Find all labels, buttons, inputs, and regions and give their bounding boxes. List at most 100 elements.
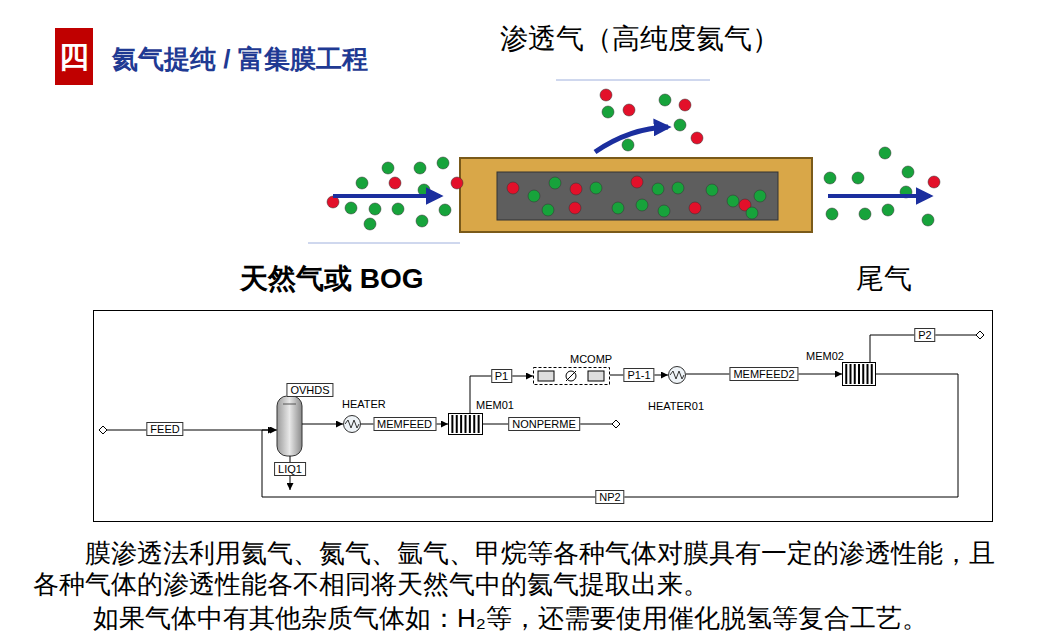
stream-label: MEMFEED2 xyxy=(729,367,798,381)
molecule-dot xyxy=(928,176,940,188)
flash-drum xyxy=(277,396,302,456)
stream-label: MEMFEED xyxy=(373,417,436,431)
stream-label: P2 xyxy=(914,328,935,342)
stream-label: FEED xyxy=(146,422,183,436)
mem-icon xyxy=(842,362,876,386)
molecule-dot xyxy=(636,199,648,211)
molecule-dot xyxy=(672,182,684,194)
molecule-dot xyxy=(622,139,634,151)
membrane-fiber xyxy=(478,415,480,433)
molecule-dot xyxy=(612,202,624,214)
gas-molecules xyxy=(327,89,940,230)
compressor-stage xyxy=(538,371,554,381)
body-text: 如果气体中有其他杂质气体如：H₂等，还需要使用催化脱氢等复合工艺。 xyxy=(93,603,928,633)
tube-core xyxy=(497,172,778,220)
compressor-cooler xyxy=(566,371,576,381)
molecule-dot xyxy=(356,177,368,189)
molecule-dot xyxy=(392,203,404,215)
molecule-dot xyxy=(859,208,871,220)
molecule-dot xyxy=(389,177,401,189)
unit-name: MEM01 xyxy=(476,399,514,412)
feed-label: 天然气或 BOG xyxy=(240,262,424,296)
ovhds-stream xyxy=(302,424,343,425)
membrane-fiber xyxy=(867,364,869,384)
drum-detail xyxy=(283,404,296,405)
molecule-dot xyxy=(902,166,914,178)
membrane-block: MEM02 xyxy=(842,362,876,386)
molecule-dot xyxy=(569,202,581,214)
membrane-tube xyxy=(460,158,812,232)
membrane-fiber xyxy=(845,364,847,384)
molecule-dot xyxy=(507,182,519,194)
membrane-shell xyxy=(449,414,483,435)
stream-label: OVHDS xyxy=(286,383,333,397)
molecule-dot xyxy=(658,205,670,217)
heater-block: HEATER01 xyxy=(668,366,686,384)
molecule-dot xyxy=(414,162,426,174)
stream-label: P1 xyxy=(491,369,512,383)
molecule-dot xyxy=(882,204,894,216)
molecule-dot xyxy=(439,204,451,216)
heater-shell xyxy=(669,367,686,384)
membrane-fiber xyxy=(871,364,873,384)
membrane-fiber xyxy=(460,415,462,433)
membrane-fiber xyxy=(456,415,458,433)
compressor-block: MCOMP xyxy=(533,367,610,385)
stream-label: LIQ1 xyxy=(274,462,306,476)
compressor-frame xyxy=(534,368,610,385)
rule-line xyxy=(308,243,460,244)
unit-name: HEATER01 xyxy=(648,400,704,413)
mem-icon xyxy=(448,413,483,435)
flowsheet xyxy=(94,311,993,522)
molecule-dot xyxy=(451,177,463,189)
molecule-dot xyxy=(528,190,540,202)
molecule-dot xyxy=(369,203,381,215)
molecule-dot xyxy=(631,176,643,188)
flow-arrows xyxy=(308,80,930,243)
heater-block: HEATER xyxy=(343,415,361,433)
membrane-fiber xyxy=(473,415,475,433)
molecule-dot xyxy=(691,132,703,144)
molecule-dot xyxy=(600,89,612,101)
molecule-dot xyxy=(364,218,376,230)
tube-shell xyxy=(460,158,812,232)
membrane-fiber xyxy=(854,364,856,384)
stream-label: NP2 xyxy=(595,490,624,504)
molecule-dot xyxy=(659,94,671,106)
tail-arrow xyxy=(828,194,930,198)
feed-stream xyxy=(107,430,277,431)
stream-sink xyxy=(612,420,620,428)
stream-sink xyxy=(976,331,984,339)
molecule-dot xyxy=(879,147,891,159)
molecule-dot xyxy=(922,214,934,226)
molecule-dot xyxy=(826,208,838,220)
molecule-dot xyxy=(602,106,614,118)
permeate-arrow xyxy=(595,127,668,152)
flowsheet-frame xyxy=(94,311,993,522)
unit-name: HEATER xyxy=(342,398,386,411)
section-number: 四 xyxy=(59,40,89,74)
section-badge: 四 xyxy=(55,28,93,85)
unit-name: MCOMP xyxy=(570,353,612,366)
feed-arrow xyxy=(333,194,440,198)
molecule-dot xyxy=(679,99,691,111)
molecule-dot xyxy=(652,183,664,195)
page-title: 氦气提纯 / 富集膜工程 xyxy=(112,43,368,75)
compressor-cooler xyxy=(566,371,576,381)
molecule-dot xyxy=(570,183,582,195)
molecule-dot xyxy=(416,215,428,227)
membrane-fiber xyxy=(465,415,467,433)
molecule-dot xyxy=(746,207,758,219)
membrane-fiber xyxy=(451,415,453,433)
heater-coil xyxy=(670,371,684,379)
molecule-dot xyxy=(623,104,635,116)
molecule-dot xyxy=(542,204,554,216)
molecule-dot xyxy=(674,119,686,131)
molecule-dot xyxy=(689,202,701,214)
membrane-shell xyxy=(843,363,876,386)
molecule-dot xyxy=(590,182,602,194)
unit-name: MEM02 xyxy=(806,350,844,363)
heater-coil xyxy=(345,420,359,428)
body-text: 膜渗透法利用氦气、氮气、氩气、甲烷等各种气体对膜具有一定的渗透性能，且各种气体的… xyxy=(33,538,1008,600)
